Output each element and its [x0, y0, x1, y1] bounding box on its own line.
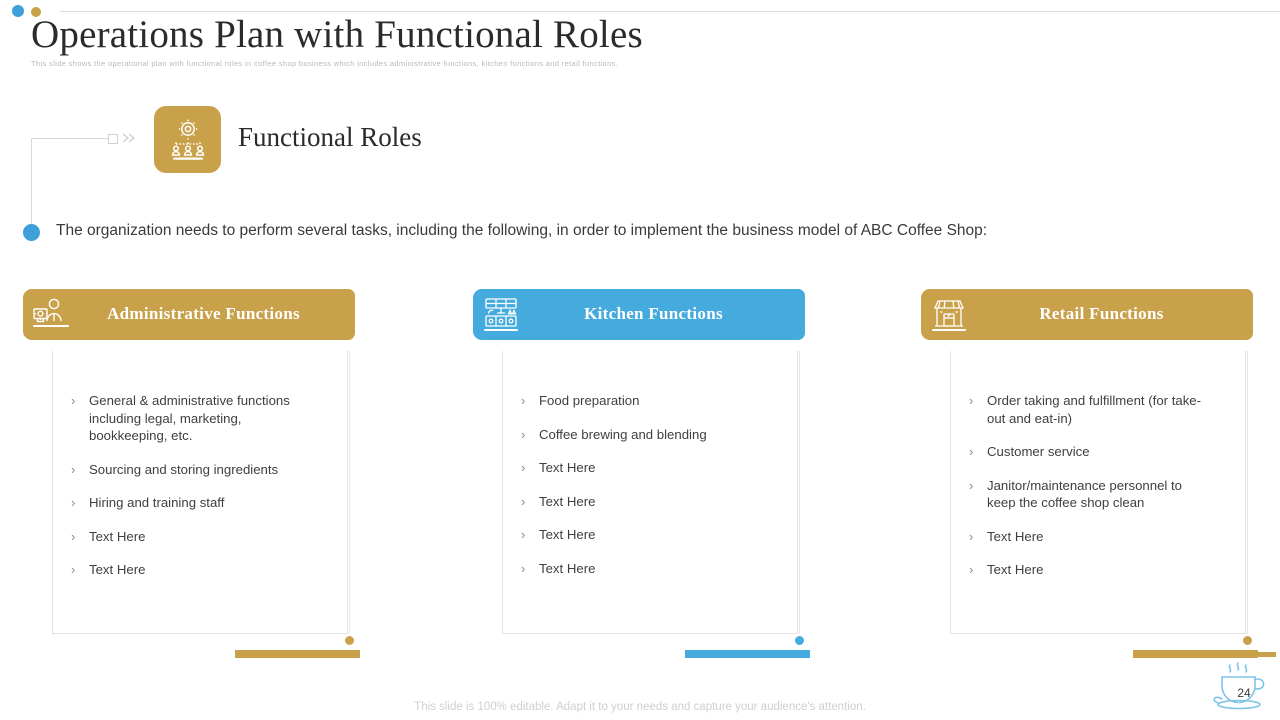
- intro-bullet-dot: [23, 224, 40, 241]
- kitchen-counter-icon: [484, 297, 518, 331]
- list-item: › Hiring and training staff: [71, 494, 316, 512]
- column-administrative: Administrative Functions: [23, 289, 383, 658]
- list-item: › Text Here: [71, 561, 316, 579]
- intro-text: The organization needs to perform severa…: [56, 222, 988, 239]
- column-accent-bar: [1133, 650, 1258, 658]
- column-header-bar: Administrative Functions: [52, 289, 355, 340]
- list-item-label: Janitor/maintenance personnel to keep th…: [987, 477, 1183, 511]
- chevron-right-icon: ›: [521, 560, 526, 576]
- chevron-right-icon: ›: [521, 426, 526, 442]
- badge-title: Functional Roles: [238, 122, 422, 152]
- list-item-label: Text Here: [539, 527, 596, 542]
- list-item-label: Text Here: [539, 493, 596, 509]
- column-icon-tile: [23, 289, 79, 340]
- page-marker-bar: [1218, 652, 1276, 657]
- column-accent-bar: [685, 650, 810, 658]
- list-item-label: General & administrative functions inclu…: [89, 393, 290, 443]
- list-item-label: Food preparation: [539, 393, 640, 408]
- list-item-label: Sourcing and storing ingredients: [89, 461, 279, 477]
- column-body: [52, 351, 348, 634]
- column-edge-line: [799, 351, 800, 634]
- decor-dot-blue: [12, 5, 24, 17]
- functional-roles-badge: [154, 106, 221, 173]
- list-item: › Text Here: [521, 493, 766, 511]
- column-accent-bar: [235, 650, 360, 658]
- list-item: › Text Here: [969, 561, 1214, 579]
- chevron-right-icon: ›: [71, 393, 76, 408]
- gear-org-chart-icon: [171, 119, 204, 160]
- list-item: › Text Here: [521, 560, 766, 578]
- column-bullet-list: › Order taking and fulfillment (for take…: [969, 392, 1214, 595]
- column-edge-line: [1247, 351, 1248, 634]
- decor-dot-gold: [31, 7, 41, 17]
- double-chevron-right-icon: [122, 133, 136, 143]
- chevron-right-icon: ›: [969, 562, 974, 577]
- column-header: Retail Functions: [921, 289, 1280, 340]
- list-item-label: Hiring and training staff: [89, 495, 225, 510]
- column-retail: Retail Functions: [921, 289, 1280, 658]
- list-item-label: Text Here: [89, 528, 146, 544]
- chevron-right-icon: ›: [521, 460, 526, 475]
- chevron-right-icon: ›: [71, 528, 76, 544]
- column-body: [502, 351, 798, 634]
- list-item-label: Text Here: [987, 562, 1044, 577]
- list-item-label: Text Here: [539, 560, 596, 576]
- list-item-label: Order taking and fulfillment (for take-o…: [987, 393, 1202, 426]
- list-item: › Customer service: [969, 443, 1214, 461]
- column-icon-tile: [473, 289, 529, 340]
- list-item: › Coffee brewing and blending: [521, 426, 766, 444]
- list-item-label: Text Here: [539, 460, 596, 475]
- storefront-icon: [932, 299, 966, 331]
- page-number: 24: [1237, 686, 1251, 700]
- column-bullet-list: › Food preparation › Coffee brewing and …: [521, 392, 766, 593]
- list-item-label: Customer service: [987, 444, 1090, 459]
- list-item: › Janitor/maintenance personnel to keep …: [969, 477, 1214, 512]
- chevron-right-icon: ›: [521, 527, 526, 542]
- coffee-cup-icon: [1213, 662, 1265, 710]
- list-item: › Text Here: [71, 528, 316, 546]
- column-header: Administrative Functions: [23, 289, 383, 340]
- chevron-right-icon: ›: [969, 528, 974, 544]
- connector-horizontal-line: [31, 138, 110, 139]
- column-edge-dot: [795, 636, 804, 645]
- column-kitchen: Kitchen Functions: [473, 289, 833, 658]
- connector-square-node: [108, 134, 118, 144]
- office-worker-desk-icon: [33, 298, 69, 327]
- column-edge-line: [349, 351, 350, 634]
- footer-note: This slide is 100% editable. Adapt it to…: [414, 701, 866, 713]
- list-item: › Text Here: [521, 526, 766, 544]
- chevron-right-icon: ›: [521, 493, 526, 509]
- column-header-bar: Retail Functions: [950, 289, 1253, 340]
- chevron-right-icon: ›: [71, 562, 76, 577]
- column-body: [950, 351, 1246, 634]
- column-bullet-list: › General & administrative functions inc…: [71, 392, 316, 595]
- chevron-right-icon: ›: [521, 393, 526, 408]
- list-item: › Text Here: [521, 459, 766, 477]
- chevron-right-icon: ›: [969, 393, 974, 408]
- chevron-right-icon: ›: [71, 461, 76, 477]
- list-item-label: Text Here: [89, 562, 146, 577]
- column-header-bar: Kitchen Functions: [502, 289, 805, 340]
- connector-vertical-line: [31, 138, 32, 228]
- header-rule: [60, 11, 1280, 12]
- column-title: Administrative Functions: [107, 304, 300, 324]
- list-item-label: Coffee brewing and blending: [539, 426, 707, 442]
- list-item-label: Text Here: [987, 528, 1044, 544]
- column-edge-dot: [345, 636, 354, 645]
- column-header: Kitchen Functions: [473, 289, 833, 340]
- list-item: › Order taking and fulfillment (for take…: [969, 392, 1214, 427]
- column-title: Kitchen Functions: [584, 304, 723, 324]
- chevron-right-icon: ›: [71, 495, 76, 510]
- chevron-right-icon: ›: [969, 477, 974, 493]
- column-title: Retail Functions: [1039, 304, 1164, 324]
- column-edge-dot: [1243, 636, 1252, 645]
- chevron-right-icon: ›: [969, 444, 974, 459]
- page-title: Operations Plan with Functional Roles: [31, 13, 643, 56]
- column-icon-tile: [921, 289, 977, 340]
- list-item: › Food preparation: [521, 392, 766, 410]
- list-item: › Text Here: [969, 528, 1214, 546]
- page-subtitle: This slide shows the operational plan wi…: [31, 59, 619, 68]
- list-item: › General & administrative functions inc…: [71, 392, 316, 445]
- list-item: › Sourcing and storing ingredients: [71, 461, 316, 479]
